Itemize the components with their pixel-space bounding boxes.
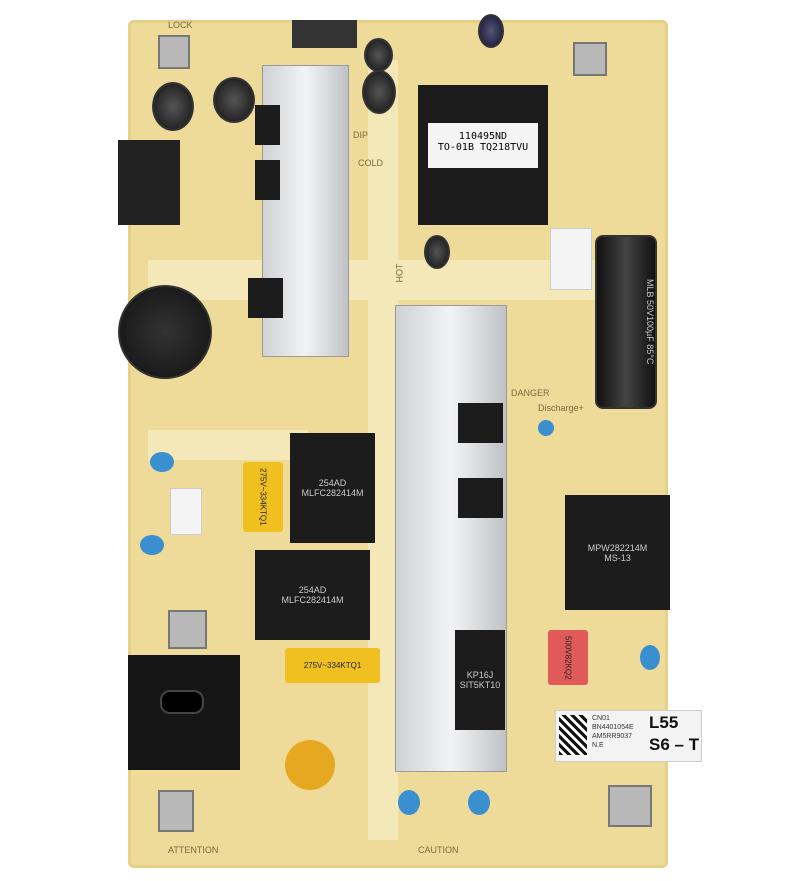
electrolytic-capacitor (213, 77, 255, 123)
qr-code (559, 715, 587, 755)
label-connector: CN01 (592, 715, 610, 722)
electrolytic-capacitor (362, 70, 396, 114)
ceramic-capacitor (640, 645, 660, 670)
label-part-number: BN4401054E (592, 724, 634, 731)
mosfet (248, 278, 283, 318)
label-details: CN01 BN4401054E AM5RR9037 N.E (592, 714, 634, 750)
red-capacitor: 500V82KQ2 (548, 630, 588, 685)
mounting-clip (158, 35, 190, 69)
resistor-ceramic (550, 228, 592, 290)
ceramic-capacitor (150, 452, 174, 472)
silk-cold: COLD (358, 158, 384, 168)
bridge-label: KP16J (466, 670, 494, 680)
silk-lock: LOCK (168, 20, 193, 30)
silk-attention: ATTENTION (168, 845, 219, 855)
transformer-model: TO-01B TQ218TVU (437, 142, 529, 153)
transformer-label: MS-13 (604, 552, 631, 563)
transformer-label: MPW282214M (587, 542, 648, 553)
electrolytic-capacitor (364, 38, 393, 72)
varistor (285, 740, 335, 790)
choke-label: 254AD (298, 585, 327, 595)
silk-dip: DIP (353, 130, 369, 140)
electrolytic-capacitor (152, 82, 194, 131)
label-rev: N.E (592, 742, 604, 749)
bulk-capacitor: MLB 50V100µF 85°C (595, 235, 657, 409)
x-capacitor: 275V~334KTQ1 (285, 648, 380, 683)
main-transformer: 110495ND TO-01B TQ218TVU (418, 85, 548, 225)
choke-label: 254AD (318, 478, 347, 488)
mounting-clip (573, 42, 607, 76)
choke-label: MLFC282414M (301, 488, 364, 498)
electrolytic-capacitor (424, 235, 450, 269)
common-mode-choke (118, 285, 212, 379)
silk-discharge: Discharge+ (538, 403, 584, 413)
label-variant: S6 – T (649, 735, 700, 754)
trace (148, 430, 308, 460)
electrolytic-capacitor (478, 14, 504, 48)
resistor-ceramic (170, 488, 202, 535)
transformer-code: 110495ND (458, 131, 508, 142)
mosfet (255, 160, 280, 200)
ceramic-capacitor (538, 420, 554, 436)
ac-socket (160, 690, 204, 714)
product-label: CN01 BN4401054E AM5RR9037 N.E L55 S6 – T (555, 710, 702, 762)
ceramic-capacitor (398, 790, 420, 815)
connector (118, 140, 180, 225)
mounting-clip (158, 790, 194, 832)
ceramic-capacitor (140, 535, 164, 555)
mosfet (458, 403, 503, 443)
silk-danger: DANGER (511, 388, 550, 398)
mosfet (458, 478, 503, 518)
mosfet (255, 105, 280, 145)
choke-label: MLFC282414M (281, 595, 344, 605)
ceramic-capacitor (468, 790, 490, 815)
transformer-label-plate: 110495ND TO-01B TQ218TVU (428, 123, 538, 168)
mounting-clip (608, 785, 652, 827)
label-model: L55 (649, 713, 679, 732)
label-serial: AM5RR9037 (592, 733, 633, 740)
silk-caution: CAUTION (418, 845, 459, 855)
silk-hot: HOT (394, 263, 405, 283)
mounting-clip (168, 610, 207, 649)
bridge-label: SIT5KT10 (459, 680, 501, 690)
x-capacitor: 275V~334KTQ1 (243, 462, 283, 532)
connector-top (292, 20, 357, 48)
